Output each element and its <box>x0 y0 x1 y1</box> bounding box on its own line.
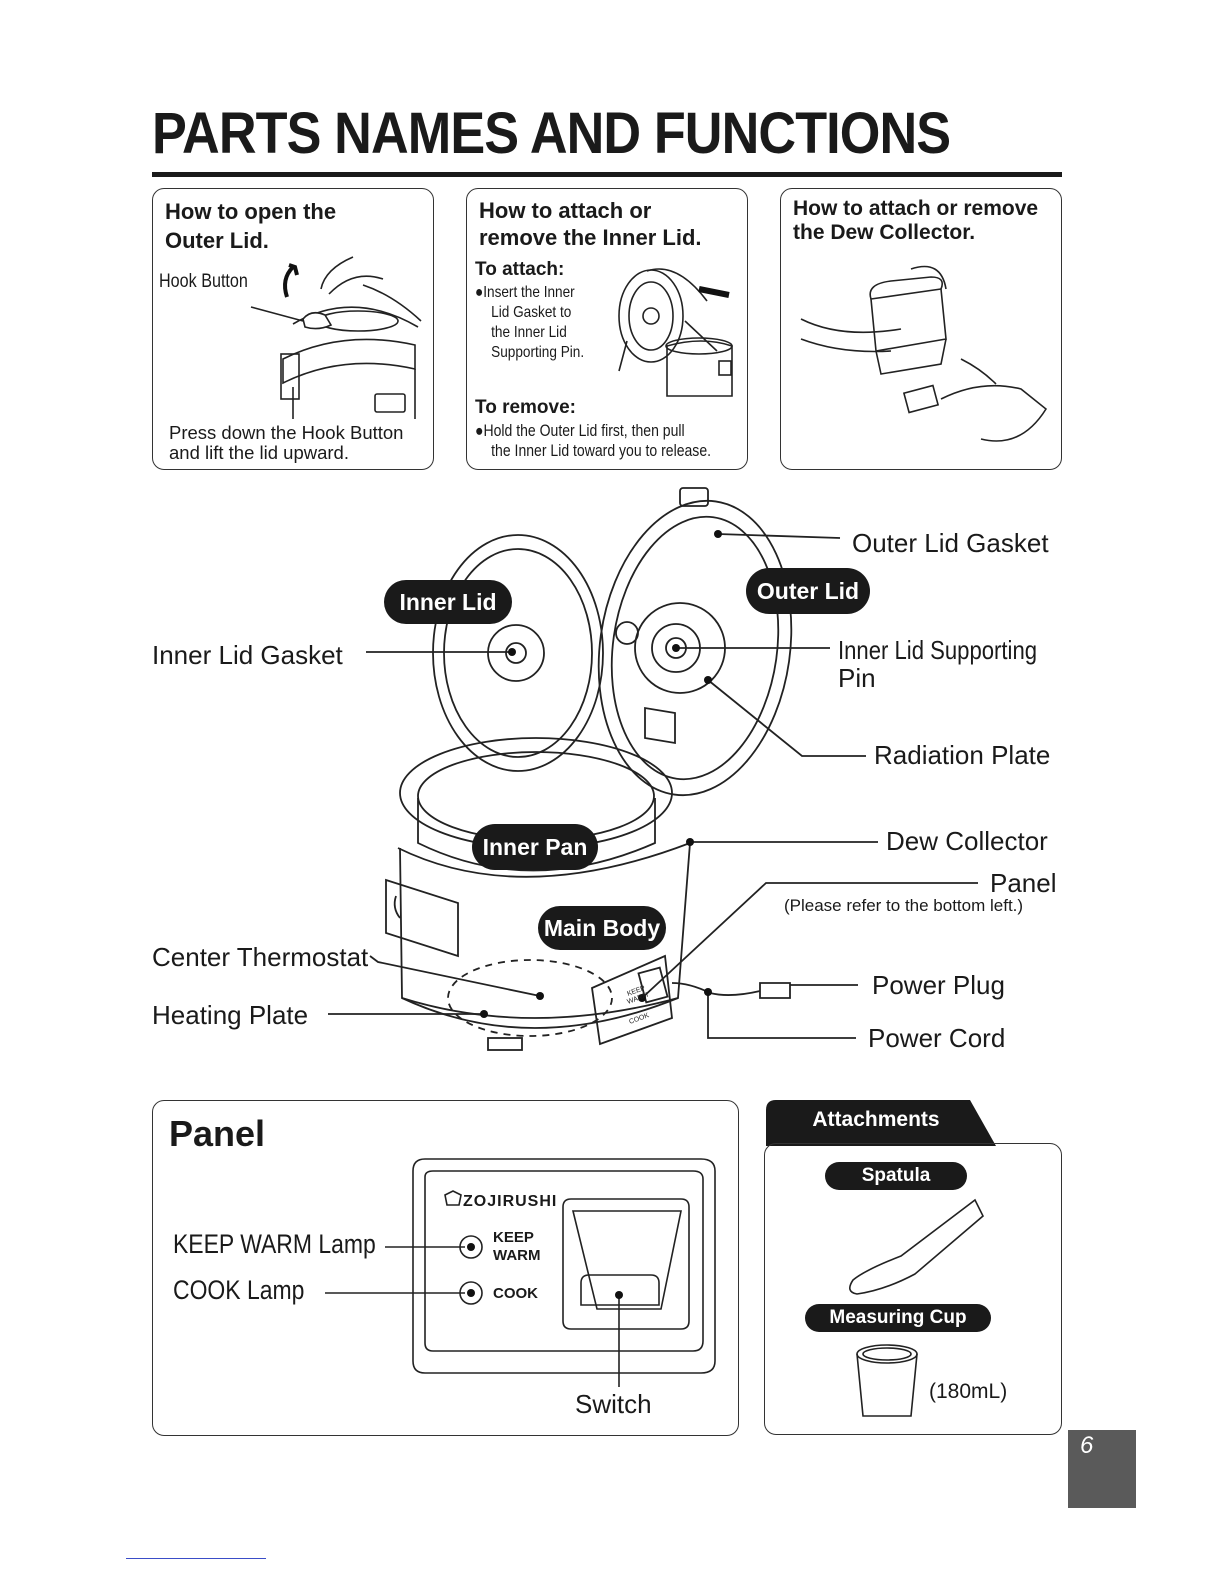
cup-volume-label: (180mL) <box>929 1380 1008 1403</box>
spatula-icon <box>849 1198 984 1295</box>
panel-box: Panel KEEP WARM Lamp COOK Lamp ZOJIRUSHI… <box>152 1100 739 1436</box>
panel-label: Panel <box>990 868 1057 898</box>
box2-heading-line1: How to attach or <box>479 198 652 223</box>
inner-pan-pill: Inner Pan <box>472 824 598 870</box>
page-title: PARTS NAMES AND FUNCTIONS <box>152 101 951 166</box>
panel-illustration <box>325 1158 716 1387</box>
dew-collector-illustration <box>800 265 1048 442</box>
switch-label: Switch <box>575 1389 652 1419</box>
title-rule <box>152 172 1062 177</box>
box1-caption-line2: and lift the lid upward. <box>169 442 349 463</box>
attach-line1: Insert the Inner <box>483 284 575 301</box>
inner-lid-supporting-pin-label: Inner Lid Supporting <box>838 635 1038 665</box>
measuring-cup-icon <box>856 1353 918 1417</box>
attachments-illustration <box>849 1198 984 1417</box>
panel-heading: Panel <box>169 1113 266 1154</box>
attach-line2: Lid Gasket to <box>491 304 572 321</box>
main-body-pill: Main Body <box>538 906 666 950</box>
outer-lid-illustration <box>250 256 422 419</box>
attach-line4: Supporting Pin. <box>491 344 585 361</box>
box1-caption-line1: Press down the Hook Button <box>169 422 404 443</box>
outer-lid-pill: Outer Lid <box>746 568 870 614</box>
power-cord-label: Power Cord <box>868 1023 1006 1053</box>
measuring-cup-pill: Measuring Cup <box>805 1304 991 1332</box>
to-remove-heading: To remove: <box>475 397 577 418</box>
box1-heading-line1: How to open the <box>165 199 337 224</box>
remove-line2: the Inner Lid toward you to release. <box>491 442 712 460</box>
bullet-icon: ● <box>475 422 484 440</box>
page-number: 6 <box>1080 1432 1094 1459</box>
inner-lid-supporting-pin-label-line2: Pin <box>838 663 876 693</box>
hook-button-label: Hook Button <box>159 271 248 292</box>
attach-line3: the Inner Lid <box>491 324 567 341</box>
rice-cooker-diagram: KEEP WARM COOK <box>328 487 978 1051</box>
keep-warm-lamp-label: KEEP WARM Lamp <box>173 1229 376 1259</box>
outer-lid-gasket-label: Outer Lid Gasket <box>852 528 1049 558</box>
inner-lid-illustration <box>618 268 733 397</box>
heating-plate-label: Heating Plate <box>152 1000 309 1030</box>
footer-line <box>126 1558 266 1559</box>
inner-lid-pill: Inner Lid <box>384 580 512 624</box>
radiation-plate-label: Radiation Plate <box>874 740 1051 770</box>
how-to-attach-inner-lid-box: How to attach or remove the Inner Lid. T… <box>466 188 748 470</box>
dew-collector-label: Dew Collector <box>886 826 1048 856</box>
center-thermostat-label: Center Thermostat <box>152 942 369 972</box>
attachments-box: Spatula Measuring Cup (180mL) <box>764 1143 1062 1435</box>
attachments-tab: Attachments <box>812 1108 940 1131</box>
panel-note: (Please refer to the bottom left.) <box>784 896 1024 915</box>
attachments-tab-shape <box>766 1100 996 1146</box>
box2-heading-line2: remove the Inner Lid. <box>479 225 702 250</box>
cook-lamp-label: COOK Lamp <box>173 1275 305 1305</box>
box1-heading-line2: Outer Lid. <box>165 228 269 253</box>
panel-warm-text: WARM <box>493 1247 541 1264</box>
how-to-open-outer-lid-box: How to open the Outer Lid. Hook Button P… <box>152 188 434 470</box>
to-attach-heading: To attach: <box>475 259 565 280</box>
panel-cook-text: COOK <box>493 1285 538 1302</box>
spatula-pill: Spatula <box>825 1162 967 1190</box>
brand-logo-text: ZOJIRUSHI <box>463 1193 558 1210</box>
box3-heading-line1: How to attach or remove <box>793 197 1039 220</box>
panel-keep-text: KEEP <box>493 1229 534 1246</box>
page-number-tab: 6 <box>1068 1430 1136 1508</box>
inner-lid-gasket-label: Inner Lid Gasket <box>152 640 343 670</box>
bullet-icon: ● <box>475 284 484 301</box>
box3-heading-line2: the Dew Collector. <box>793 221 976 244</box>
remove-line1: Hold the Outer Lid first, then pull <box>483 422 685 440</box>
how-to-attach-dew-collector-box: How to attach or remove the Dew Collecto… <box>780 188 1062 470</box>
power-plug-label: Power Plug <box>872 970 1005 1000</box>
